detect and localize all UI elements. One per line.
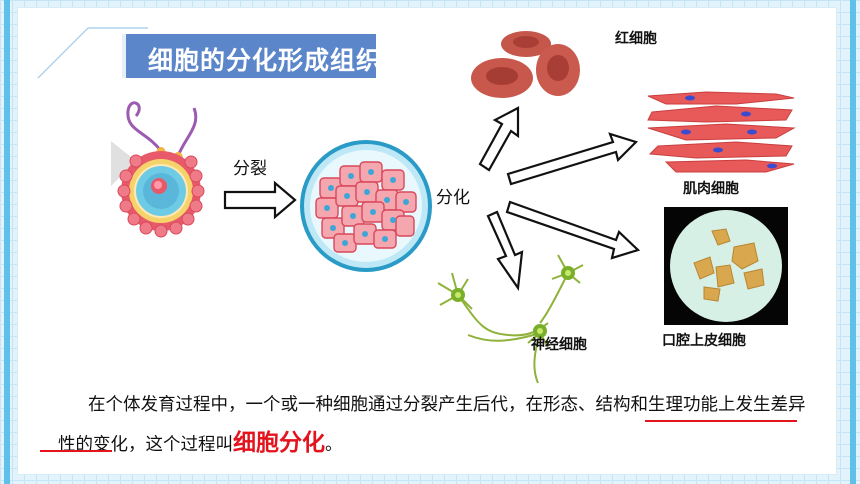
oral-epithelial-cell-label: 口腔上皮细胞 (662, 333, 746, 349)
paragraph-text-2: 在形态、结构和生 (525, 395, 666, 415)
muscle-cell-icon (647, 91, 796, 173)
arrow-icon (486, 210, 524, 292)
arrow-icon (478, 106, 520, 172)
paragraph-text-3: 理功能 (665, 395, 719, 415)
red-blood-cell-label: 红细胞 (615, 31, 657, 47)
differentiation-arrows (478, 106, 641, 292)
red-blood-cell-icon (471, 31, 580, 98)
division-label: 分裂 (233, 159, 267, 179)
paragraph-end: 。 (325, 435, 343, 455)
cell-mass-icon (300, 140, 432, 272)
underline-mark (40, 450, 112, 452)
nerve-cell-label: 神经细胞 (531, 337, 587, 353)
right-stripe (850, 0, 856, 484)
underline-mark (645, 420, 797, 422)
fertilized-egg-icon (111, 101, 205, 238)
title-banner: 细胞的分化形成组织 (122, 34, 376, 78)
differentiation-label: 分化 (436, 188, 470, 208)
arrow-icon (506, 132, 639, 186)
page-title: 细胞的分化形成组织 (148, 46, 376, 75)
left-stripe (4, 0, 10, 484)
arrow-icon (505, 200, 641, 260)
muscle-cell-label: 肌肉细胞 (683, 181, 739, 197)
highlight-term: 细胞分化 (233, 430, 325, 456)
definition-paragraph: 在个体发育过程中，一个或一种细胞通过分裂产生后代，在形态、结构和生理功能上发生差… (58, 386, 818, 464)
epithelial-cell-micrograph (664, 207, 788, 325)
slide-card: 细胞的分化形成组织 分裂 (18, 8, 836, 474)
nerve-cell-icon (437, 254, 584, 384)
paragraph-text-1: 在个体发育过程中，一个或一种细胞通过分裂产生后代， (88, 395, 526, 415)
corner-decoration (37, 27, 148, 79)
arrow-icon (223, 180, 297, 220)
